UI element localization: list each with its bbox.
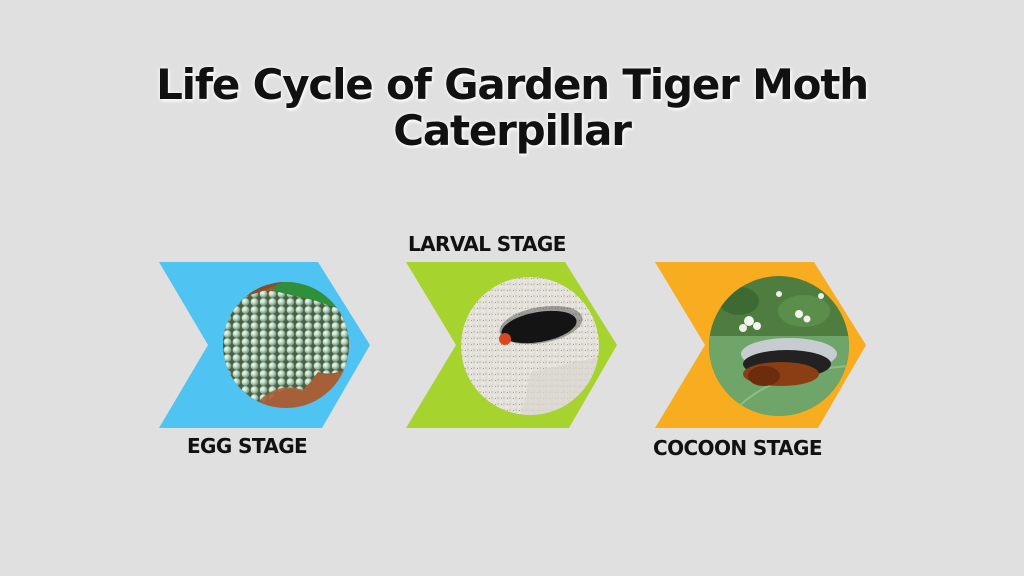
stage-label: LARVAL STAGE <box>408 232 566 256</box>
stage-larval: LARVAL STAGE <box>406 232 618 428</box>
title-line-1: Life Cycle of Garden Tiger Moth <box>156 60 869 109</box>
stage-label: COCOON STAGE <box>653 436 823 460</box>
eggs-photo <box>223 282 349 408</box>
title-line-2: Caterpillar <box>393 106 632 155</box>
stage-cocoon: COCOON STAGE <box>653 262 867 460</box>
stage-label: EGG STAGE <box>187 434 308 458</box>
stage-egg: EGG STAGE <box>159 262 371 458</box>
page-title: Life Cycle of Garden Tiger Moth Caterpil… <box>0 62 1024 154</box>
woolly-caterpillar-on-leaf-photo <box>709 276 849 416</box>
black-caterpillar-photo <box>461 277 599 415</box>
